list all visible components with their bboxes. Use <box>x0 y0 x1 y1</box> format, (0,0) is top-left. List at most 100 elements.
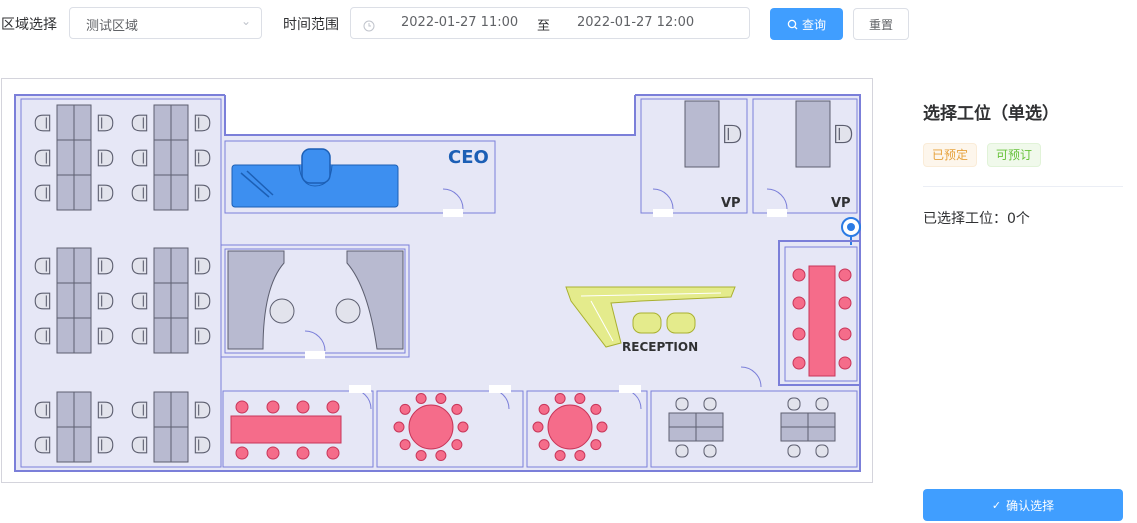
desk-chair <box>97 436 114 454</box>
workstation-desk[interactable] <box>153 174 172 211</box>
meeting-chair <box>838 356 852 370</box>
panel-divider <box>923 186 1123 187</box>
workstation-desk[interactable] <box>153 247 172 284</box>
desk-chair <box>194 149 211 167</box>
range-separator: 至 <box>537 19 551 34</box>
meeting-chair <box>792 296 806 310</box>
vp-desk-2 <box>795 100 831 168</box>
vp-label-2: VP <box>831 196 851 211</box>
desk-chair <box>131 292 148 310</box>
desk-chair <box>34 149 51 167</box>
selected-count-text: 已选择工位：0个 <box>923 211 1030 227</box>
meeting-chair <box>590 403 602 415</box>
workstation-desk[interactable] <box>56 391 75 428</box>
workstation-desk[interactable] <box>153 139 172 176</box>
legend-available-tag: 可预订 <box>987 143 1042 167</box>
workstation-desk[interactable] <box>170 391 189 428</box>
workstation-desk[interactable] <box>170 426 189 463</box>
workstation-desk[interactable] <box>153 282 172 319</box>
workstation-desk[interactable] <box>153 104 172 141</box>
workstation-desk[interactable] <box>170 104 189 141</box>
workstation-desk[interactable] <box>56 104 75 141</box>
workstation-desk[interactable] <box>73 139 92 176</box>
meeting-room-3 <box>526 390 648 468</box>
meeting-chair <box>838 268 852 282</box>
meeting-chair <box>266 400 280 414</box>
workstation-desk[interactable] <box>170 174 189 211</box>
outside-notch <box>225 81 635 135</box>
workstation-desk[interactable] <box>73 247 92 284</box>
desk-chair <box>194 436 211 454</box>
check-icon: ✓ <box>991 498 1002 512</box>
end-time-input[interactable]: 2022-01-27 12:00 <box>577 15 695 30</box>
desk-chair <box>131 401 148 419</box>
sofa-right <box>346 250 404 350</box>
workstation-chair <box>787 444 801 458</box>
workstation-desk[interactable] <box>73 104 92 141</box>
desk-chair <box>34 114 51 132</box>
desk-chair <box>194 327 211 345</box>
workstation-desk[interactable] <box>170 247 189 284</box>
workstation-desk[interactable] <box>73 317 92 354</box>
meeting-chair <box>435 392 447 404</box>
meeting-chair <box>235 400 249 414</box>
workstation-chair <box>703 397 717 411</box>
meeting-chair <box>792 268 806 282</box>
workstation-desk[interactable] <box>170 317 189 354</box>
query-button[interactable]: 查询 <box>770 8 843 40</box>
desk-chair <box>97 114 114 132</box>
desk-chair <box>34 184 51 202</box>
workstation-chair <box>815 444 829 458</box>
workstation-desk[interactable] <box>56 426 75 463</box>
vp-label-1: VP <box>721 196 741 211</box>
workstation-desk[interactable] <box>170 282 189 319</box>
reset-button[interactable]: 重置 <box>853 8 909 40</box>
vp-office-2 <box>752 98 858 214</box>
meeting-room-right <box>778 240 861 386</box>
meeting-chair <box>235 446 249 460</box>
confirm-selection-button[interactable]: ✓ 确认选择 <box>923 489 1123 521</box>
workstation-desk[interactable] <box>73 282 92 319</box>
workstation-desk[interactable] <box>56 317 75 354</box>
meeting-chair <box>326 446 340 460</box>
meeting-chair <box>451 439 463 451</box>
meeting-chair <box>538 439 550 451</box>
meeting-chair <box>792 327 806 341</box>
workstation-desk[interactable] <box>56 174 75 211</box>
area-select[interactable]: 测试区域 ⌄ <box>69 7 262 39</box>
meeting-chair <box>399 403 411 415</box>
workstation-desk[interactable] <box>153 317 172 354</box>
workstation-desk[interactable] <box>56 282 75 319</box>
meeting-chair <box>326 400 340 414</box>
workstation-chair <box>675 397 689 411</box>
time-range-picker[interactable]: 2022-01-27 11:00 至 2022-01-27 12:00 <box>350 7 750 39</box>
reset-button-label: 重置 <box>868 17 893 32</box>
workstation-desk[interactable] <box>73 174 92 211</box>
meeting-chair <box>596 421 608 433</box>
meeting-table-right <box>808 265 836 377</box>
workstation-desk[interactable] <box>56 139 75 176</box>
panel-title: 选择工位（单选） <box>923 104 1059 124</box>
meeting-chair <box>393 421 405 433</box>
desk-chair <box>97 184 114 202</box>
workstation-desk[interactable] <box>153 391 172 428</box>
start-time-input[interactable]: 2022-01-27 11:00 <box>401 15 519 30</box>
desk-chair <box>194 184 211 202</box>
desk-chair <box>131 114 148 132</box>
location-pin-icon[interactable] <box>841 217 861 245</box>
desk-chair <box>34 436 51 454</box>
meeting-chair <box>590 439 602 451</box>
workstation-desk[interactable] <box>73 426 92 463</box>
meeting-chair <box>415 450 427 462</box>
meeting-chair <box>792 356 806 370</box>
meeting-chair <box>838 327 852 341</box>
workstation-desk[interactable] <box>73 391 92 428</box>
vp-desk-1 <box>684 100 720 168</box>
meeting-chair <box>838 296 852 310</box>
meeting-room-2 <box>376 390 524 468</box>
workstation-desk[interactable] <box>153 426 172 463</box>
desk-chair <box>131 184 148 202</box>
meeting-chair <box>266 446 280 460</box>
workstation-desk[interactable] <box>170 139 189 176</box>
workstation-desk[interactable] <box>56 247 75 284</box>
